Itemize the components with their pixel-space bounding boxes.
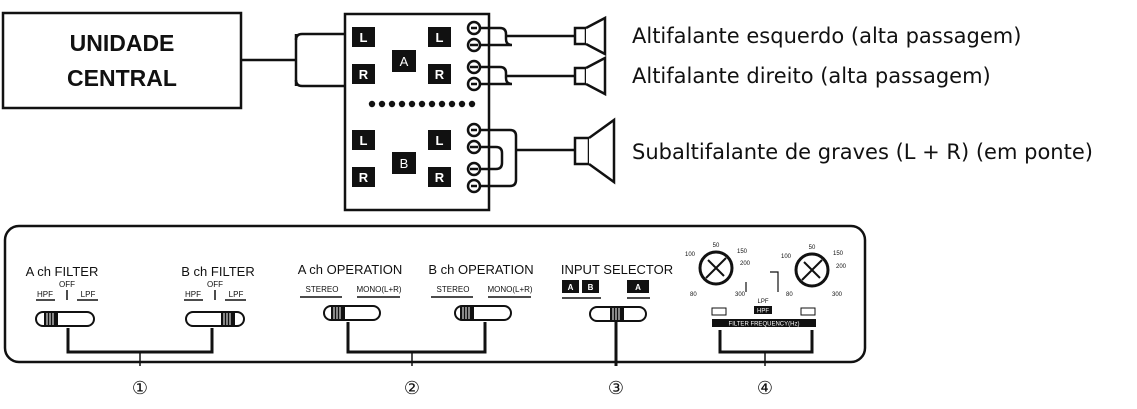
input-selector-a: A	[568, 283, 574, 292]
output-a-left-terminal	[428, 27, 451, 47]
speaker-wires	[480, 26, 575, 188]
frequency-scale-ticks: 50 100 150 200 80 300 50 100 150 200 80 …	[685, 243, 847, 298]
svg-text:80: 80	[690, 292, 697, 298]
output-a-right-terminal	[428, 64, 451, 84]
input-selector-b: B	[588, 283, 594, 292]
a-filter-switch[interactable]	[35, 311, 95, 327]
input-selector-a-only: A	[635, 283, 641, 292]
central-unit-label-1: UNIDADE	[70, 30, 175, 56]
speaker-left-label: Altifalante esquerdo (alta passagem)	[632, 24, 1021, 48]
b-filter-switch[interactable]	[185, 311, 245, 327]
channel-a-label: A	[400, 54, 409, 69]
input-b-right-label: R	[359, 170, 369, 185]
frequency-label: FILTER FREQUENCY(Hz)	[729, 322, 800, 328]
input-b-left-terminal	[352, 130, 375, 150]
speaker-left-icon	[573, 15, 607, 57]
section-divider	[368, 100, 476, 108]
channel-b-label: B	[400, 156, 409, 171]
input-selector-title: INPUT SELECTOR	[561, 262, 673, 277]
lpf-frequency-knob[interactable]	[794, 252, 830, 288]
svg-text:80: 80	[786, 292, 793, 298]
freq-hpf-label: HPF	[757, 309, 769, 315]
output-b-right-label: R	[435, 170, 445, 185]
b-operation-stereo: STEREO	[437, 285, 470, 294]
svg-text:150: 150	[737, 249, 748, 255]
a-operation-stereo: STEREO	[306, 285, 339, 294]
speaker-right-icon	[573, 55, 607, 97]
a-filter-lpf: LPF	[81, 290, 96, 299]
callout-4: ④	[757, 378, 773, 399]
input-a-right-label: R	[359, 67, 369, 82]
b-operation-title: B ch OPERATION	[428, 262, 533, 277]
input-a-left-terminal	[352, 27, 375, 47]
b-filter-title: B ch FILTER	[181, 264, 254, 279]
a-filter-title: A ch FILTER	[26, 264, 99, 279]
input-b-right-terminal	[352, 167, 375, 187]
callout-3: ③	[608, 378, 624, 399]
central-unit-label-2: CENTRAL	[67, 65, 177, 91]
bracket-2	[346, 322, 487, 354]
callout-1: ①	[132, 378, 148, 399]
input-a-left-label: L	[360, 30, 368, 45]
a-operation-title: A ch OPERATION	[298, 262, 403, 277]
hpf-frequency-knob[interactable]	[698, 250, 734, 286]
a-filter-hpf: HPF	[37, 290, 53, 299]
svg-text:300: 300	[832, 292, 843, 298]
channel-b-block	[392, 152, 416, 174]
output-b-left-label: L	[436, 133, 444, 148]
input-selector-switch[interactable]	[589, 306, 647, 322]
b-operation-mono: MONO(L+R)	[487, 285, 532, 294]
b-filter-hpf: HPF	[185, 290, 201, 299]
input-b-left-label: L	[360, 133, 368, 148]
bracket-4	[718, 330, 814, 354]
channel-a-block	[392, 50, 416, 72]
subwoofer-label: Subaltifalante de graves (L + R) (em pon…	[632, 140, 1093, 164]
a-operation-mono: MONO(L+R)	[356, 285, 401, 294]
svg-text:50: 50	[713, 243, 720, 249]
amplifier-box: L R A L R L R B L R	[343, 12, 491, 212]
output-b-left-terminal	[428, 130, 451, 150]
a-filter-off: OFF	[59, 280, 75, 289]
svg-text:300: 300	[735, 292, 746, 298]
b-filter-off: OFF	[207, 280, 223, 289]
svg-text:150: 150	[833, 251, 844, 257]
output-a-left-label: L	[436, 30, 444, 45]
control-panel: A ch FILTER OFF HPF LPF B ch FILTER OFF …	[3, 224, 867, 366]
input-a-right-terminal	[352, 64, 375, 84]
output-a-right-label: R	[435, 67, 445, 82]
svg-text:100: 100	[781, 254, 792, 260]
freq-lpf-label: LPF	[757, 299, 768, 305]
svg-text:200: 200	[836, 264, 847, 270]
callout-2: ②	[404, 378, 420, 399]
svg-text:50: 50	[809, 245, 816, 251]
svg-text:100: 100	[685, 252, 696, 258]
svg-text:200: 200	[740, 261, 751, 267]
b-filter-lpf: LPF	[229, 290, 244, 299]
output-b-right-terminal	[428, 167, 451, 187]
a-operation-switch[interactable]	[323, 305, 381, 321]
central-unit: UNIDADE CENTRAL	[1, 11, 243, 110]
subwoofer-icon	[573, 117, 616, 185]
b-operation-switch[interactable]	[454, 305, 512, 321]
speaker-right-label: Altifalante direito (alta passagem)	[632, 64, 991, 88]
input-wires	[241, 32, 345, 88]
